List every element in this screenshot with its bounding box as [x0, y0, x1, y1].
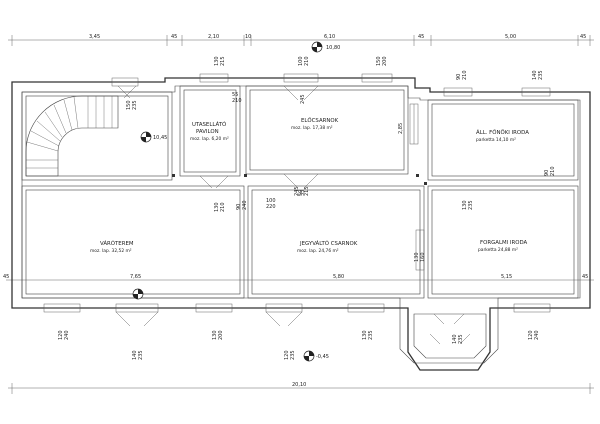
opening-label: 120235: [284, 350, 296, 360]
opening-label: 90210: [456, 70, 468, 80]
opening-label: 120240: [528, 330, 540, 340]
staircase: [25, 95, 119, 177]
room-elocsarnok-area: moz. lap. 17,38 m²: [291, 125, 333, 131]
top-dimension-chain: 3,45 45 2,10 10 6,10 45 5,00 45: [8, 34, 594, 46]
room-allfonoki-area: parketta 14,10 m²: [476, 137, 516, 143]
level-top-label: 10,80: [326, 45, 340, 51]
room-allfonoki-name: ÁLL. FŐNÖKI IRODA: [476, 129, 529, 136]
dim-top-5: 6,10: [324, 34, 335, 40]
room-utasellato-area: moz. lap. 6,20 m²: [190, 136, 229, 142]
level-markers: 10,80 10,45 -0,45: [132, 41, 340, 362]
opening-label: 245: [300, 94, 306, 104]
opening-label: 2,85: [398, 123, 404, 134]
opening-label: 140235: [452, 334, 464, 344]
section-line: 45 45 7,65 5,80 5,15: [3, 274, 594, 281]
opening-label: 150235: [126, 100, 138, 110]
dim-top-6: 45: [418, 34, 424, 40]
opening-labels: 150235 130215 100210 150200 90210 140235…: [58, 56, 556, 360]
dim-top-1: 3,45: [89, 34, 100, 40]
room-varoterem-area: moz. lap. 32,52 m²: [90, 248, 132, 254]
room-utasellato-name: UTASELLÁTÓ: [192, 121, 226, 128]
bottom-dimension: 20,10: [8, 382, 594, 394]
dim-top-7: 5,00: [505, 34, 516, 40]
interior-walls: [21, 85, 579, 359]
opening-label: 100210: [298, 56, 310, 66]
dim-bottom-total: 20,10: [292, 382, 306, 388]
room-jegyvalto-name: JEGYVÁLTÓ CSARNOK: [299, 240, 358, 247]
dim-inner-2: 5,80: [333, 274, 344, 280]
opening-label: 130235: [362, 330, 374, 340]
opening-label: 150200: [376, 56, 388, 66]
opening-label: 120240: [58, 330, 70, 340]
opening-label: 90240: [236, 200, 248, 210]
opening-label: 130215: [214, 56, 226, 66]
opening-label: 140235: [532, 70, 544, 80]
room-labels: UTASELLÁTÓ PAVILON moz. lap. 6,20 m² ELŐ…: [90, 117, 529, 254]
level-marker-stair: 10,45: [140, 131, 167, 143]
dim-top-4: 10: [245, 34, 251, 40]
room-utasellato-name2: PAVILON: [196, 129, 219, 135]
room-forgalmi-area: parketta 24,88 m²: [478, 247, 518, 253]
dim-inner-1: 7,65: [130, 274, 141, 280]
column-markers: [172, 174, 427, 185]
level-marker-top: 10,80: [311, 41, 340, 53]
opening-label: 130200: [212, 330, 224, 340]
opening-label: 90210: [544, 166, 556, 176]
room-varoterem-name: VÁRÓTEREM: [100, 240, 134, 247]
windows: [43, 73, 551, 313]
room-forgalmi-name: FORGALMI IRODA: [480, 240, 528, 246]
opening-label: 130210: [214, 202, 226, 212]
opening-label: 24535: [294, 186, 306, 196]
room-jegyvalto-area: moz. lap. 24,76 m²: [297, 248, 339, 254]
dim-inner-3: 5,15: [501, 274, 512, 280]
dim-top-2: 45: [171, 34, 177, 40]
opening-label: 50215: [298, 186, 310, 196]
dim-top-8: 45: [580, 34, 586, 40]
dim-top-3: 2,10: [208, 34, 219, 40]
level-marker-bottom: -0,45: [303, 350, 329, 362]
dim-right-45: 45: [582, 274, 588, 280]
doors: [115, 85, 471, 345]
opening-label: 130160: [414, 252, 426, 262]
room-elocsarnok-name: ELŐCSARNOK: [301, 117, 339, 124]
opening-label: 130235: [462, 200, 474, 210]
level-marker-varoterem: [132, 288, 144, 300]
dim-left-45: 45: [3, 274, 9, 280]
level-stair-label: 10,45: [153, 135, 167, 141]
opening-label: 140235: [132, 350, 144, 360]
level-bottom-label: -0,45: [316, 354, 329, 360]
